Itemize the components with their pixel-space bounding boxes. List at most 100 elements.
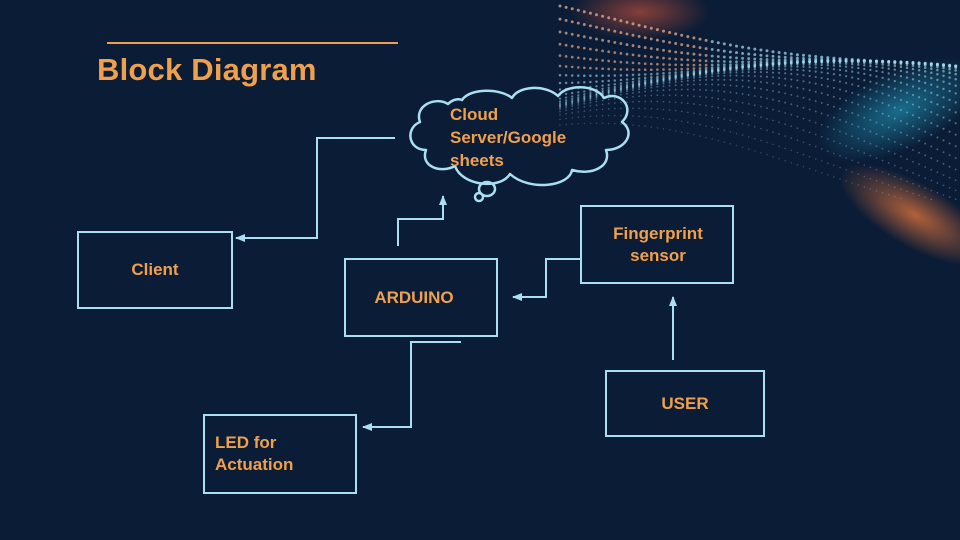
decor-dot bbox=[808, 54, 812, 58]
decor-dot bbox=[577, 81, 580, 84]
decor-dot bbox=[918, 163, 920, 166]
decor-dot bbox=[893, 129, 896, 131]
decor-dot bbox=[832, 79, 835, 82]
decor-dot bbox=[722, 42, 726, 46]
decor-dot bbox=[729, 99, 732, 102]
decor-dot bbox=[881, 171, 884, 173]
decor-dot bbox=[863, 67, 866, 71]
decor-dot bbox=[711, 75, 714, 78]
decor-dot bbox=[564, 96, 568, 99]
decor-dot bbox=[558, 64, 562, 68]
decor-dot bbox=[643, 62, 647, 66]
decor-dot bbox=[808, 65, 811, 69]
decor-dot bbox=[863, 152, 866, 154]
decor-dot bbox=[924, 119, 927, 122]
decor-dot bbox=[765, 49, 769, 53]
decor-dot bbox=[808, 155, 811, 158]
decor-dot bbox=[905, 61, 909, 65]
decor-dot bbox=[893, 175, 896, 178]
decor-dot bbox=[632, 87, 634, 90]
decor-dot bbox=[796, 63, 799, 66]
edge-arduino-led bbox=[362, 341, 461, 431]
decor-dot bbox=[638, 95, 640, 98]
decor-dot bbox=[564, 81, 568, 85]
decor-dot bbox=[765, 58, 769, 61]
decor-dot bbox=[668, 94, 671, 97]
decor-dot bbox=[632, 95, 634, 98]
decor-dot bbox=[954, 69, 958, 72]
decor-dot bbox=[930, 133, 933, 136]
decor-dot bbox=[832, 61, 836, 65]
decor-dot bbox=[906, 146, 908, 149]
decor-dot bbox=[753, 57, 757, 61]
decor-dot bbox=[771, 71, 775, 74]
decor-dot bbox=[583, 80, 586, 84]
decor-dot bbox=[589, 80, 592, 84]
decor-dot bbox=[906, 169, 908, 172]
decor-dot bbox=[808, 131, 811, 134]
decor-dot bbox=[741, 79, 744, 82]
decor-dot bbox=[564, 92, 568, 96]
decor-dot bbox=[692, 83, 695, 86]
decor-dot bbox=[680, 110, 683, 113]
decor-dot bbox=[863, 86, 866, 89]
page-title: Block Diagram bbox=[97, 52, 317, 87]
decor-dot bbox=[625, 61, 629, 64]
decor-dot bbox=[778, 100, 781, 103]
decor-dot bbox=[655, 28, 659, 32]
decor-dot bbox=[595, 13, 598, 17]
decor-dot bbox=[930, 145, 933, 148]
decor-dot bbox=[656, 81, 659, 84]
decor-dot bbox=[796, 73, 799, 76]
decor-dot bbox=[832, 86, 835, 89]
decor-dot bbox=[911, 72, 915, 75]
decor-dot bbox=[948, 196, 951, 198]
decor-dot bbox=[631, 53, 635, 57]
decor-dot bbox=[905, 70, 909, 74]
decor-dot bbox=[905, 83, 909, 86]
decor-dot bbox=[741, 56, 745, 60]
decor-dot bbox=[710, 59, 714, 63]
decor-dot bbox=[869, 177, 872, 180]
decor-dot bbox=[698, 67, 702, 70]
decor-dot bbox=[643, 46, 647, 50]
decor-dot bbox=[838, 68, 842, 72]
decor-dot bbox=[924, 142, 927, 145]
decor-dot bbox=[637, 54, 641, 57]
decor-dot bbox=[832, 116, 835, 119]
decor-dot bbox=[954, 66, 958, 70]
decor-dot bbox=[735, 74, 738, 77]
decor-dot bbox=[686, 58, 690, 62]
decor-dot bbox=[777, 55, 781, 59]
decor-dot bbox=[930, 179, 933, 182]
decor-dot bbox=[948, 82, 951, 85]
decor-dot bbox=[711, 78, 714, 81]
decor-dot bbox=[692, 73, 696, 76]
decor-dot bbox=[565, 102, 568, 105]
decor-dot bbox=[577, 74, 580, 77]
decor-dot bbox=[649, 62, 653, 66]
decor-dot bbox=[576, 34, 580, 37]
cloud-bubble-large bbox=[477, 180, 497, 198]
decor-dot bbox=[917, 68, 921, 72]
decor-dot bbox=[802, 63, 805, 66]
decor-dot bbox=[668, 78, 671, 81]
decor-dot bbox=[771, 67, 775, 71]
decor-dot bbox=[729, 63, 732, 67]
decor-dot bbox=[632, 124, 634, 126]
decor-dot bbox=[826, 126, 829, 128]
decor-dot bbox=[790, 93, 793, 96]
decor-dot bbox=[820, 83, 823, 87]
decor-dot bbox=[887, 193, 890, 196]
decor-dot bbox=[662, 39, 665, 43]
decor-dot bbox=[662, 108, 665, 111]
decor-dot bbox=[710, 47, 714, 51]
decor-dot bbox=[936, 103, 939, 106]
decor-dot bbox=[814, 75, 817, 79]
decor-dot bbox=[680, 80, 683, 83]
decor-dot bbox=[881, 83, 884, 87]
decor-dot bbox=[692, 52, 696, 56]
decor-dot bbox=[838, 74, 842, 77]
decor-dot bbox=[796, 86, 799, 89]
